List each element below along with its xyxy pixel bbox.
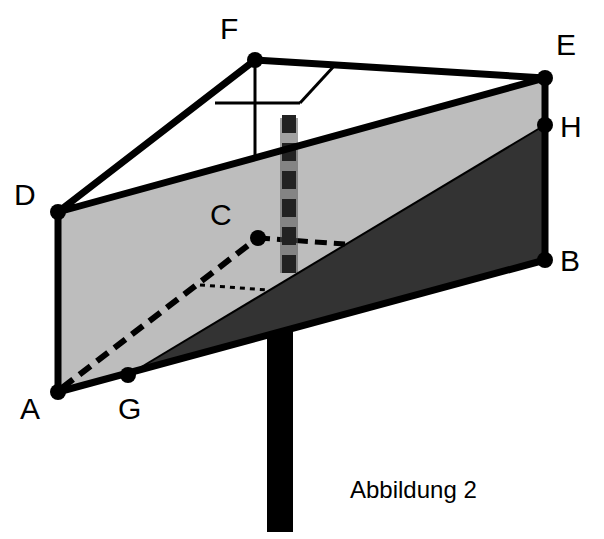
prism-edges (58, 60, 545, 392)
hidden-edges (62, 238, 345, 388)
dark-face (128, 125, 545, 375)
point-label: C (210, 200, 232, 230)
point-label: H (560, 112, 582, 142)
cut-line (128, 125, 545, 375)
point-label: F (220, 14, 238, 44)
point-label: D (14, 180, 36, 210)
figure-caption: Abbildung 2 (350, 478, 477, 502)
hidden-pole (280, 115, 298, 275)
point-label: G (118, 394, 141, 424)
point-label: E (556, 30, 576, 60)
vertex-dots (50, 52, 553, 400)
light-face (58, 78, 545, 392)
point-label: A (20, 394, 40, 424)
point-label: B (560, 246, 580, 276)
pole (267, 320, 293, 532)
